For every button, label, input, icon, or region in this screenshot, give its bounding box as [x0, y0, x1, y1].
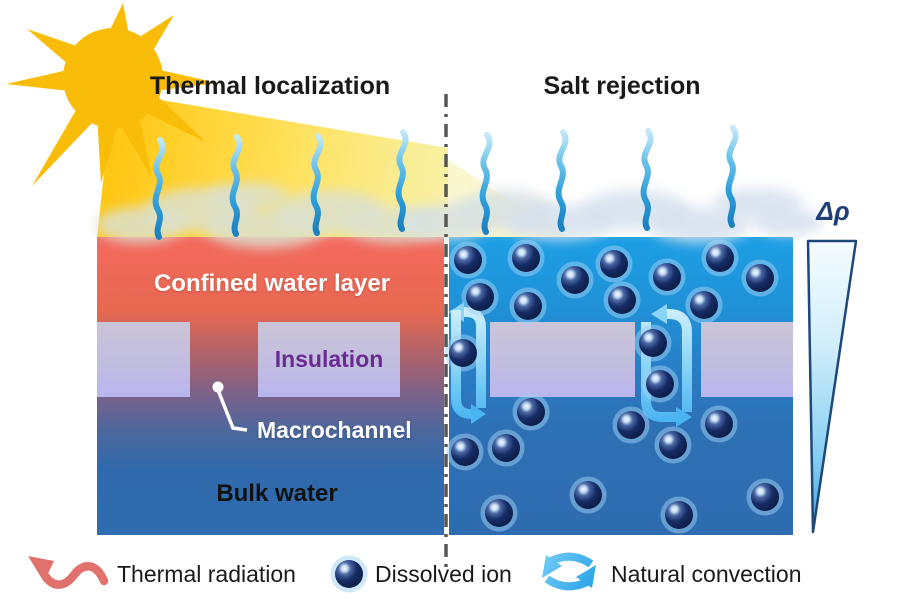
cloud-puff: [753, 208, 823, 236]
thermal-radiation-icon: [28, 556, 109, 589]
ion-sphere: [751, 483, 779, 511]
ion-sphere: [608, 286, 636, 314]
ion-halo: [603, 281, 641, 319]
vapor-squiggle-icon: [725, 125, 739, 228]
ion-halo: [741, 259, 779, 297]
ion-sphere: [600, 250, 628, 278]
ion-halo: [444, 334, 482, 372]
sun-ray: [141, 92, 206, 142]
ion-sphere: [561, 266, 589, 294]
legend-dissolved-ion-label: Dissolved ion: [375, 561, 512, 587]
ion-halo: [446, 433, 484, 471]
vapor-squiggle-icon: [395, 129, 409, 232]
insulation-label: Insulation: [274, 346, 384, 372]
sun-icon: [6, 3, 218, 186]
vapor-squiggle-icon: [152, 137, 166, 240]
legend-thermal-radiation-label: Thermal radiation: [117, 561, 296, 587]
ion-halo: [701, 239, 739, 277]
convection-arrows: [449, 302, 692, 427]
ion-sphere: [646, 370, 674, 398]
vapor-squiggle-icon: [479, 132, 493, 235]
sun-ray: [118, 113, 152, 178]
ion-halo: [330, 555, 368, 593]
ion-sphere: [665, 501, 693, 529]
insulation-block: [97, 322, 190, 397]
ion-sphere: [690, 291, 718, 319]
insulation-block: [258, 322, 400, 397]
ion-sphere: [512, 244, 540, 272]
density-difference-label: Δρ: [816, 196, 850, 226]
ion-sphere: [517, 398, 545, 426]
ion-sphere: [466, 283, 494, 311]
ion-halo: [461, 278, 499, 316]
ion-sphere: [451, 438, 479, 466]
ion-halo: [634, 324, 672, 362]
ion-sphere: [653, 263, 681, 291]
dissolved-ion-icon: [330, 555, 368, 593]
vapor-squiggle-icon: [310, 133, 324, 236]
ion-halo: [487, 429, 525, 467]
cloud-puff: [650, 207, 750, 243]
ion-sphere: [574, 481, 602, 509]
ion-sphere: [639, 329, 667, 357]
sun-ray: [6, 69, 72, 92]
ion-halo: [480, 494, 518, 532]
ion-halo: [654, 426, 692, 464]
sun-ray: [97, 118, 120, 183]
insulation-block: [701, 322, 793, 397]
ion-sphere: [492, 434, 520, 462]
title-salt-rejection: Salt rejection: [543, 72, 701, 100]
vapor-squiggle-icon: [640, 128, 654, 231]
convection-arrow-loop: [641, 304, 692, 427]
ion-sphere: [514, 292, 542, 320]
insulation-blocks: [97, 322, 793, 397]
dissolved-ions: [444, 239, 784, 534]
macrochannel-pointer: [212, 381, 248, 432]
title-thermal-localization: Thermal localization: [149, 72, 391, 100]
ion-sphere: [449, 339, 477, 367]
ion-halo: [641, 365, 679, 403]
vapor-squiggle-icon: [555, 129, 569, 232]
natural-convection-icon: [542, 552, 596, 591]
ion-sphere: [454, 246, 482, 274]
cloud-puff: [208, 182, 288, 210]
legend-natural-convection-label: Natural convection: [611, 561, 802, 587]
confined-water-layer-label: Confined water layer: [153, 270, 391, 297]
ion-sphere: [659, 431, 687, 459]
convection-arrow-loop: [449, 302, 486, 424]
ion-sphere: [617, 411, 645, 439]
ion-halo: [509, 287, 547, 325]
ion-halo: [700, 405, 738, 443]
ion-sphere: [335, 560, 363, 588]
bulk-water-label: Bulk water: [216, 480, 338, 507]
ion-halo: [595, 245, 633, 283]
ion-halo: [648, 258, 686, 296]
ion-halo: [612, 406, 650, 444]
ion-halo: [556, 261, 594, 299]
insulation-block: [490, 322, 635, 397]
ion-halo: [449, 241, 487, 279]
ion-halo: [685, 286, 723, 324]
ion-halo: [569, 476, 607, 514]
sun-ray: [154, 69, 218, 91]
ion-halo: [512, 393, 550, 431]
ion-halo: [746, 478, 784, 516]
density-gradient-triangle: [806, 239, 858, 534]
vapor-arrows: [152, 125, 739, 240]
macrochannel-label: Macrochannel: [257, 417, 412, 443]
vapor-squiggle-icon: [229, 134, 243, 237]
ion-sphere: [705, 410, 733, 438]
ion-sphere: [706, 244, 734, 272]
ion-sphere: [746, 264, 774, 292]
sun-ray: [32, 105, 97, 186]
ion-sphere: [485, 499, 513, 527]
ion-halo: [507, 239, 545, 277]
ion-halo: [660, 496, 698, 534]
